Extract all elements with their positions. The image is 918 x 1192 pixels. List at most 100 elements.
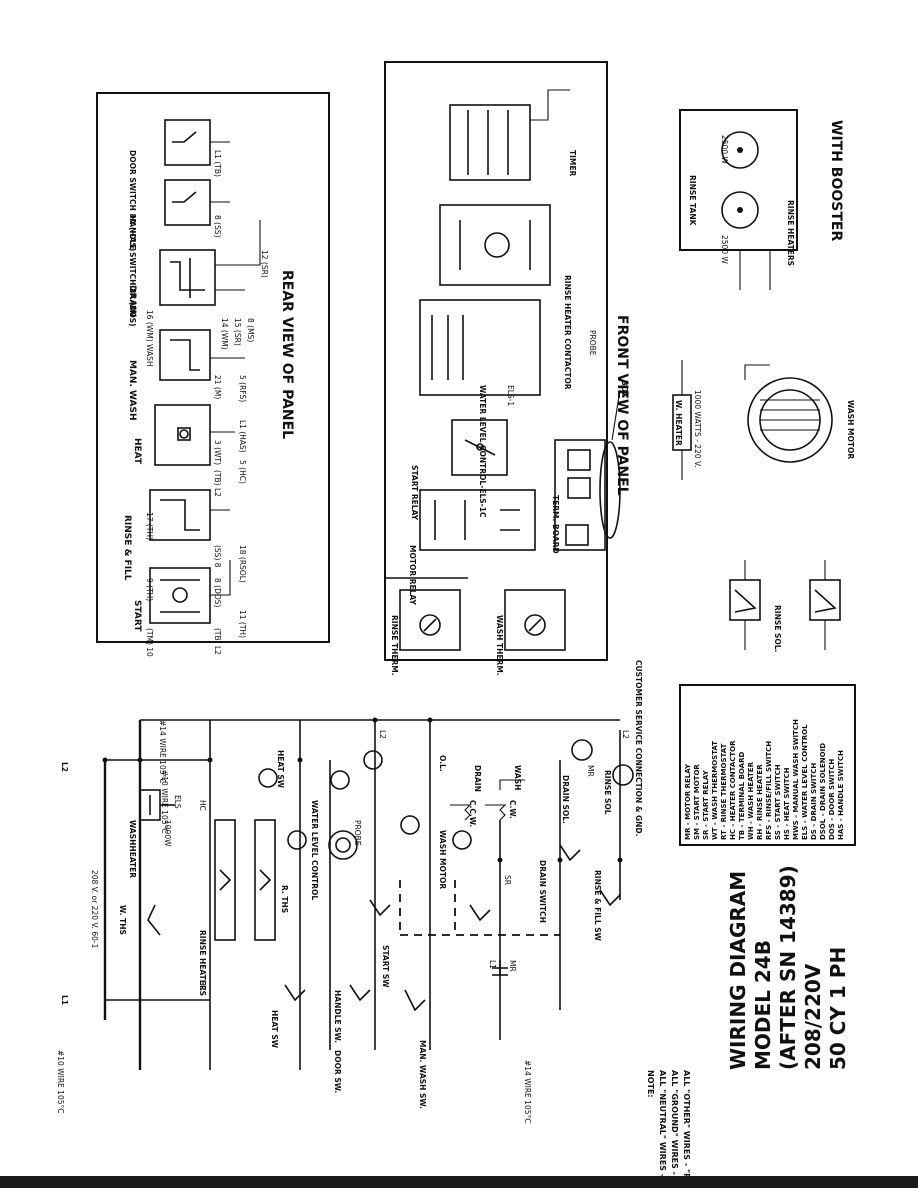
motor-relay: MOTOR RELAY <box>408 489 536 605</box>
legend-item: SM - START MOTOR <box>693 764 701 840</box>
with-booster-caption: WITH BOOSTER <box>828 120 844 241</box>
sch-l2-mid: L2 <box>378 730 387 739</box>
heat-switch-block <box>154 404 211 466</box>
rinse-sol-label: RINSE SOL. <box>773 605 782 653</box>
sch-start-sw: START SW <box>381 945 390 988</box>
sch-water-level: WATER LEVEL CONTROL <box>310 800 319 900</box>
legend-item: DS - DRAIN SWITCH <box>810 763 818 840</box>
sch-probe: PROBE <box>353 820 362 846</box>
sch-man-wash-sw: MAN. WASH SW. <box>418 1040 427 1109</box>
wash-therm-label: WASH THERM. <box>495 615 504 676</box>
timer: TIMER <box>449 89 577 181</box>
rinse-heaters-label: RINSE HEATERS <box>786 200 795 266</box>
title-line-3: (AFTER SN 14389) <box>776 865 800 1070</box>
sch-mr-a: MR <box>508 960 517 972</box>
rear-term-6: 17 (TH) <box>145 512 154 540</box>
customer-service-label: CUSTOMER SERVICE CONNECTION & GND. <box>634 660 643 837</box>
rear-term-19: 12 (SR) <box>260 250 269 278</box>
sch-rinse-heaters: RINSE HEATERS <box>198 930 207 996</box>
rear-term-20: 8 (SS) <box>213 215 222 238</box>
legend-item: DSOL - DRAIN SOLENOID <box>819 743 827 840</box>
timer-label: TIMER <box>568 150 577 176</box>
sch-rinse-sol: RINSE SOL <box>603 770 612 815</box>
sch-door-sw: DOOR SW. <box>333 1050 342 1093</box>
rear-label-start: START <box>132 600 142 632</box>
legend-item: HS - HEAT SWITCH <box>783 767 791 840</box>
title-line-4: 208/220V <box>801 963 825 1070</box>
rear-label-rinse-fill: RINSE & FILL <box>122 515 132 581</box>
rear-panel-wiring <box>210 141 261 596</box>
rear-term-3: (TB) L2 <box>213 628 222 655</box>
rear-label-door-switch: DOOR SWITCH 8A (HAS) <box>128 150 137 251</box>
front-view-panel: RINSE THERM. WASH THERM. MOTOR RELAY STA… <box>384 61 643 837</box>
schematic-coils <box>258 739 634 860</box>
rear-term-9: (TB) L2 <box>213 470 222 497</box>
sch-hc-a: HC <box>198 980 207 991</box>
terminal-board: TERM. BOARD <box>551 439 621 554</box>
rear-term-1: (TM) 10 <box>145 628 154 657</box>
rear-label-drain: DRAIN <box>127 285 137 317</box>
legend-item: MR - MOTOR RELAY <box>684 763 692 840</box>
start-relay: START RELAY <box>410 419 508 521</box>
footer-bar <box>0 1176 918 1188</box>
title-line-5: 50 CY 1 PH <box>826 947 850 1070</box>
w-heater-label: W. HEATER <box>674 400 683 446</box>
sch-wire10-b: #10 WIRE 105°C <box>160 770 169 833</box>
main-schematic: L1 L2 #10 WIRE 105°C #10 WIRE 105°C #14 … <box>56 717 634 1123</box>
sch-washheater: WASHHEATER <box>128 820 137 878</box>
sch-supply: 208 V. or 220 V. 60-1 <box>90 870 99 949</box>
rinse-fill-switch-block <box>149 489 211 541</box>
rear-term-18: 8 (MS) <box>246 318 255 342</box>
rinse-heater-contactor-label: RINSE HEATER CONTACTOR <box>563 275 572 390</box>
rinse-heater-contactor: RINSE HEATER CONTACTOR <box>439 204 572 390</box>
probe-label: PROBE <box>588 330 597 356</box>
drain-wash-switch-block <box>159 249 216 306</box>
schematic-terminals <box>102 717 623 863</box>
rinse-solenoid: RINSE SOL. <box>729 560 782 653</box>
schematic-wash-heater <box>139 789 175 821</box>
sch-heat-sw: HEAT SW <box>270 1010 279 1049</box>
legend-item: WH - WASH HEATER <box>747 761 755 840</box>
sch-w-ths: W. THS <box>118 905 127 935</box>
legend-item: ELS - WATER LEVEL CONTROL <box>801 724 809 840</box>
sch-mr-b: MR <box>586 765 595 777</box>
man-wash-switch-block <box>159 329 211 381</box>
sch-hc-b: HC <box>198 800 207 811</box>
schematic-dashed-link <box>399 880 560 936</box>
rinse-therm-label: RINSE THERM. <box>390 615 399 676</box>
sch-heat-sw-top: HEAT SW <box>276 750 285 789</box>
sch-sr: SR <box>503 875 512 885</box>
sch-drain-sol: DRAIN SOL. <box>561 775 570 824</box>
sch-1000w: 1000W <box>163 820 172 847</box>
rear-term-4: 8 (DOS) <box>213 578 222 608</box>
rear-term-2: 9 (TH) <box>145 578 154 601</box>
rear-term-21: L1 (TB) <box>213 150 222 177</box>
rinse-thermostat: RINSE THERM. <box>390 589 461 676</box>
rear-term-17: 15 (SR) <box>233 318 242 346</box>
term-board-label: TERM. BOARD <box>551 495 560 554</box>
sch-ol: O.L. <box>438 755 447 772</box>
note-line-2: ALL "GROUND" WIRES - "GREEN" <box>670 1070 679 1188</box>
rear-label-man-wash: MAN. WASH <box>127 360 137 421</box>
rear-term-5: 11 (TH) <box>238 610 247 638</box>
sch-l2-low: L2 <box>621 730 630 739</box>
schematic-switches <box>147 844 621 1012</box>
schematic-rinse-heaters <box>214 819 276 941</box>
sch-handle-sw: HANDLE SW. <box>333 990 342 1043</box>
start-relay-label: START RELAY <box>410 465 419 521</box>
wash-motor-block: WASH MOTOR <box>744 364 855 463</box>
legend-item: TB - TERMINAL BOARD <box>738 752 746 840</box>
rinse-tank-booster: RINSE TANK RINSE HEATERS 2500 W 2500 W W… <box>679 109 844 290</box>
wire-color-note: NOTE: ALL "NEUTRAL" WIRES - "WHITE" ALL … <box>646 1070 691 1192</box>
sch-cw: C.W. <box>508 800 517 819</box>
title-line-2: MODEL 24B <box>751 940 775 1070</box>
diagram-title: WIRING DIAGRAM MODEL 24B (AFTER SN 14389… <box>726 865 850 1070</box>
rear-view-caption: REAR VIEW OF PANEL <box>279 270 295 439</box>
sch-rinse-fill-sw: RINSE & FILL SW <box>593 870 602 942</box>
rear-term-7: (SS) 8 <box>213 545 222 568</box>
rear-term-15: 16 (WM) WASH <box>145 310 154 367</box>
sch-r-ths: R. THS <box>280 885 289 913</box>
